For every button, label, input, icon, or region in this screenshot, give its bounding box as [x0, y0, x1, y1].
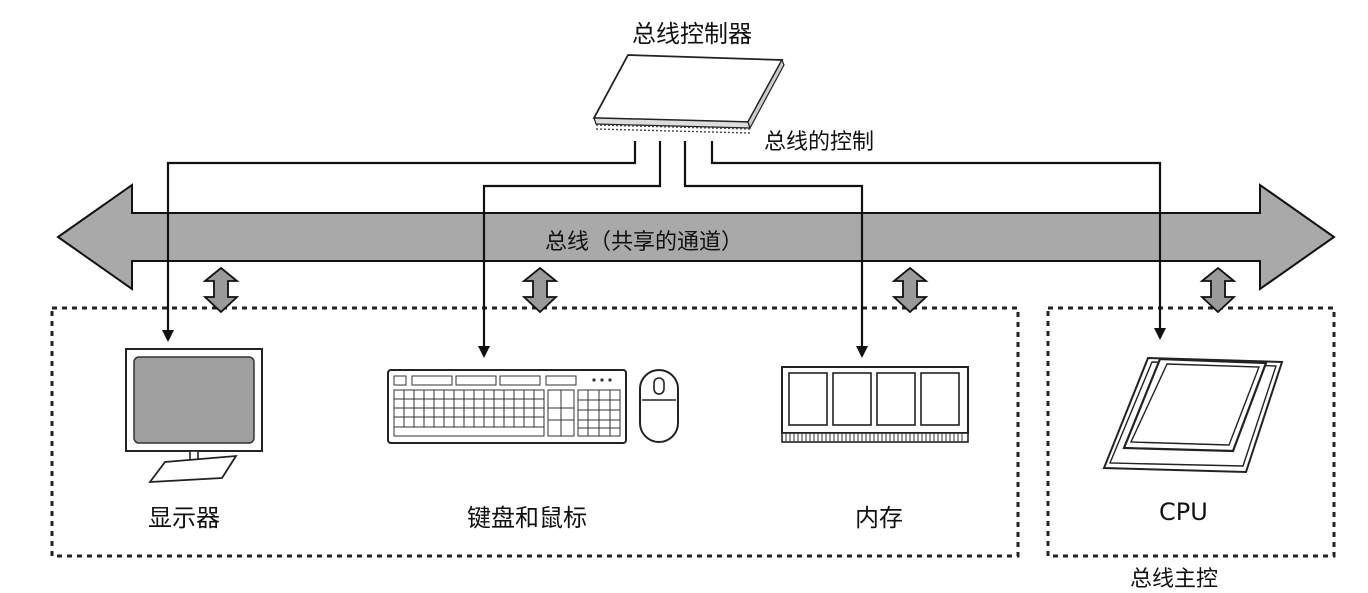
control-line-cpu — [710, 141, 1166, 340]
keyboard-mouse-label: 键盘和鼠标 — [467, 504, 587, 532]
cpu-label: CPU — [1159, 498, 1208, 526]
cpu-icon — [1102, 356, 1284, 474]
bus-controller-chip — [592, 54, 785, 134]
memory-link-arrow — [891, 266, 929, 314]
control-line-keyboard — [478, 141, 662, 358]
control-line-memory — [683, 141, 868, 358]
bus-controller-title: 总线控制器 — [632, 20, 752, 48]
bus-control-label: 总线的控制 — [764, 130, 875, 155]
cpu-link-arrow — [1199, 266, 1237, 314]
keyboard-link-arrow — [521, 266, 559, 314]
bus-arrow — [56, 183, 1336, 291]
bus-master-caption: 总线主控 — [1130, 567, 1219, 592]
bus-label: 总线（共享的通道） — [545, 230, 744, 255]
monitor-link-arrow — [202, 266, 240, 314]
keyboard-icon — [387, 369, 627, 444]
memory-label: 内存 — [855, 504, 903, 532]
mouse-icon — [639, 369, 679, 443]
bus-diagram — [50, 54, 1336, 558]
monitor-icon — [125, 348, 263, 484]
control-line-monitor — [162, 141, 637, 342]
monitor-label: 显示器 — [148, 504, 220, 532]
memory-icon — [781, 366, 969, 443]
bus-master-group-box — [1046, 306, 1336, 558]
